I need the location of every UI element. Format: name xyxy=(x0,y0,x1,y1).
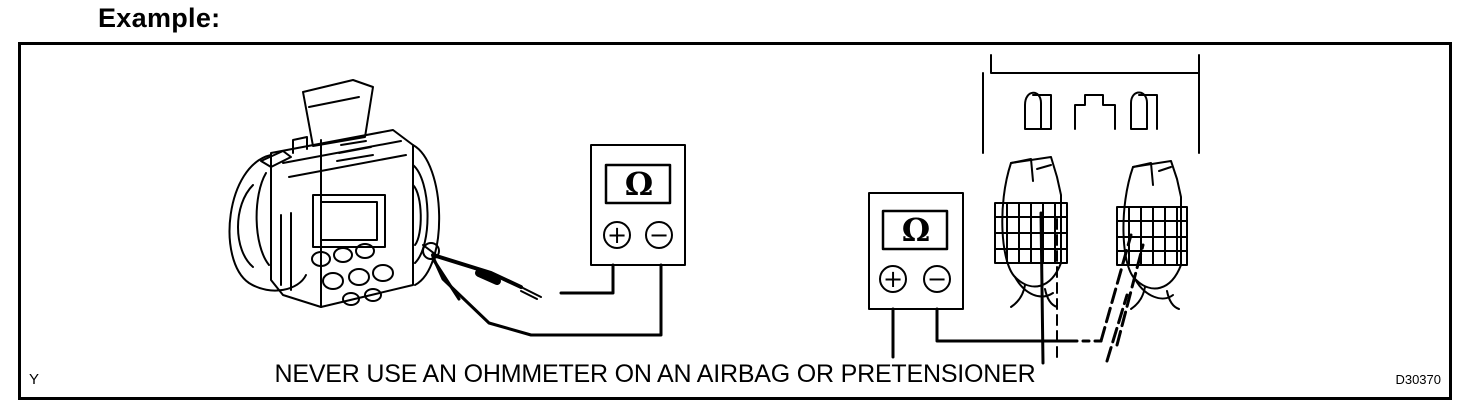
left-meter-omega-label: Ω xyxy=(624,165,654,203)
ohmmeter-warning-illustration xyxy=(228,54,1200,365)
warning-caption: NEVER USE AN OHMMETER ON AN AIRBAG OR PR… xyxy=(274,360,1036,388)
connector-plug-left xyxy=(994,156,1068,308)
right-meter-omega-label: Ω xyxy=(901,211,931,249)
right-meter-minus-terminal: − xyxy=(926,265,948,293)
left-ohmmeter xyxy=(590,144,686,266)
right-ohmmeter xyxy=(868,192,964,310)
illustration-frame: Ω + − Ω + − NEVER USE AN OHMMETER ON AN … xyxy=(18,42,1452,400)
left-meter-plus-terminal: + xyxy=(606,221,628,249)
corner-code-left: Y xyxy=(29,371,40,388)
right-meter-plus-terminal: + xyxy=(882,265,904,293)
connector-plug-right xyxy=(1116,160,1188,310)
right-probe-leads xyxy=(891,211,1145,365)
left-probe-leads xyxy=(431,253,663,337)
figure-id-code: D30370 xyxy=(1395,372,1441,387)
airbag-module-illustration xyxy=(228,79,441,308)
example-heading: Example: xyxy=(98,3,221,33)
left-meter-minus-terminal: − xyxy=(648,221,670,249)
connector-housing xyxy=(982,54,1200,154)
